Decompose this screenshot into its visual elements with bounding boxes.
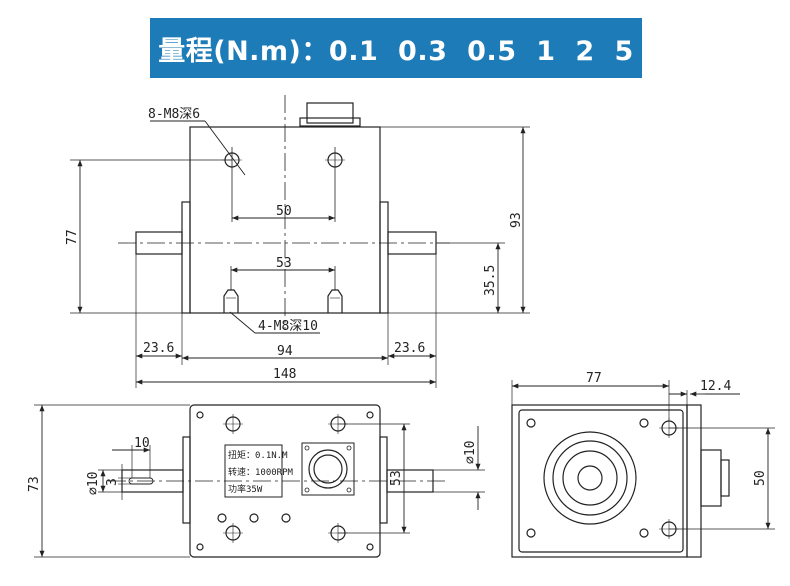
face-ring-outer bbox=[543, 431, 637, 525]
face-screw bbox=[526, 418, 536, 428]
dim-77-side: 77 bbox=[586, 371, 602, 386]
face-screw bbox=[639, 528, 649, 538]
dim-shaft-dia-left: ⌀10 bbox=[86, 472, 101, 495]
face-screw bbox=[639, 418, 649, 428]
indicator-hole bbox=[249, 513, 259, 523]
side-connector bbox=[700, 449, 722, 507]
dim-53: 53 bbox=[276, 256, 292, 271]
corner-screw bbox=[196, 411, 204, 419]
bottom-holes-label: 4-M8深10 bbox=[258, 319, 318, 334]
connector-base bbox=[299, 117, 361, 127]
dim-94: 94 bbox=[277, 344, 293, 359]
corner-screw bbox=[366, 543, 374, 551]
bottom-hole-left bbox=[223, 289, 239, 313]
side-connector-cap bbox=[720, 459, 730, 497]
connector-ring-inner bbox=[313, 454, 343, 484]
left-flange bbox=[181, 201, 191, 314]
indicator-hole bbox=[281, 513, 291, 523]
side-body-inner bbox=[518, 409, 684, 553]
side-view bbox=[511, 380, 775, 558]
dim-shaft-dia-right: ⌀10 bbox=[463, 441, 478, 464]
plate-speed: 转速：1000RPM bbox=[228, 466, 294, 478]
dim-53-top: 53 bbox=[389, 470, 404, 486]
dim-12-4: 12.4 bbox=[700, 379, 731, 394]
face-bore bbox=[577, 465, 603, 491]
face-ring-inner bbox=[562, 450, 618, 506]
dim-23-6-left: 23.6 bbox=[143, 341, 174, 356]
plate-power: 功率35W bbox=[228, 483, 263, 495]
right-flange bbox=[379, 201, 389, 314]
dim-77: 77 bbox=[65, 229, 80, 245]
dim-key-length: 10 bbox=[134, 436, 150, 451]
plate-torque: 扭矩：0.1N.M bbox=[228, 449, 288, 461]
dim-50-side: 50 bbox=[753, 470, 768, 486]
dim-93: 93 bbox=[509, 212, 524, 228]
range-banner: 量程(N.m)：0.1 0.3 0.5 1 2 5 bbox=[150, 18, 642, 78]
top-view bbox=[34, 404, 485, 558]
connector-flange bbox=[301, 442, 355, 496]
dim-73: 73 bbox=[27, 476, 42, 492]
top-left-flange bbox=[182, 436, 191, 524]
indicator-hole bbox=[217, 513, 227, 523]
connector-top bbox=[306, 102, 354, 124]
dim-50: 50 bbox=[276, 204, 292, 219]
dim-35-5: 35.5 bbox=[483, 265, 498, 296]
face-ring-mid bbox=[552, 440, 628, 516]
face-screw bbox=[526, 528, 536, 538]
corner-screw bbox=[366, 411, 374, 419]
nameplate bbox=[224, 444, 283, 498]
corner-screw bbox=[196, 543, 204, 551]
front-view bbox=[70, 95, 530, 388]
dim-23-6-right: 23.6 bbox=[394, 341, 425, 356]
range-title: 量程(N.m)：0.1 0.3 0.5 1 2 5 bbox=[158, 35, 634, 67]
dim-148: 148 bbox=[273, 367, 296, 382]
keyway bbox=[128, 477, 154, 485]
connector-ring-outer bbox=[308, 449, 348, 489]
dim-key-width: 3 bbox=[105, 478, 120, 486]
top-right-flange bbox=[379, 436, 388, 524]
bottom-hole-right bbox=[327, 289, 343, 313]
top-holes-label: 8-M8深6 bbox=[148, 107, 200, 122]
